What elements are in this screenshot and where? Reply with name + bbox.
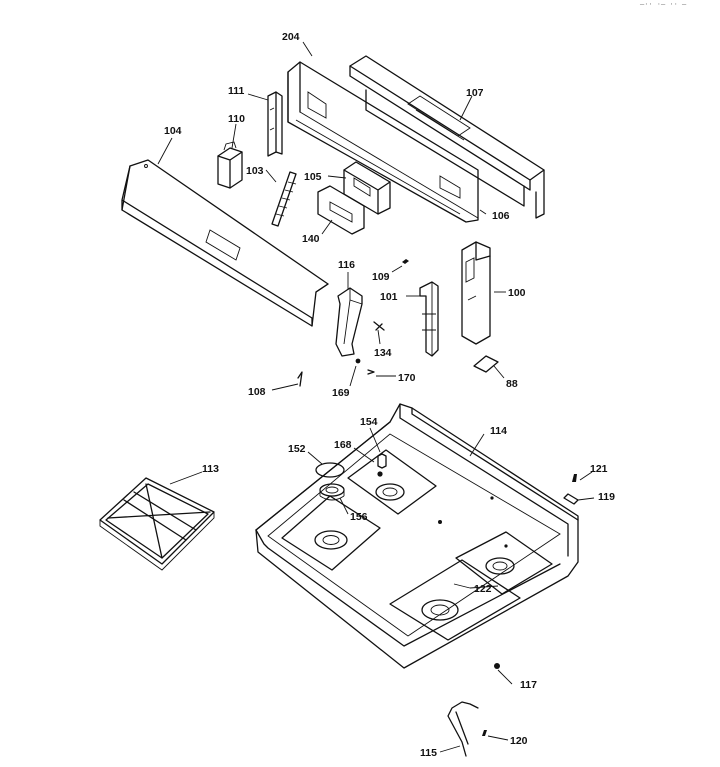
callout-113: 113 xyxy=(202,463,219,475)
callout-152: 152 xyxy=(288,443,306,455)
top-cover xyxy=(349,55,545,219)
callout-121: 121 xyxy=(590,463,608,475)
callout-204: 204 xyxy=(282,31,300,43)
callout-119: 119 xyxy=(598,491,615,503)
cooktop-assembly xyxy=(255,403,579,669)
callout-110: 110 xyxy=(228,113,245,125)
ground-wire xyxy=(447,701,479,757)
callout-116: 116 xyxy=(338,259,355,271)
side-plate xyxy=(461,241,491,345)
callout-169: 169 xyxy=(332,387,350,399)
callout-106: 106 xyxy=(492,210,510,222)
callout-107: 107 xyxy=(466,87,484,99)
callout-115: 115 xyxy=(420,747,437,759)
valve-handle xyxy=(335,287,363,357)
small-hardware xyxy=(297,259,579,736)
corner-mark: —·· ·— ·· — xyxy=(639,1,687,9)
front-control-panel xyxy=(121,159,329,327)
igniter-spring xyxy=(271,171,297,227)
callout-134: 134 xyxy=(374,347,392,359)
callout-168: 168 xyxy=(334,439,352,451)
callout-120: 120 xyxy=(510,735,528,747)
callout-154: 154 xyxy=(360,416,378,428)
burner-rear-right xyxy=(485,557,515,575)
callout-170: 170 xyxy=(398,372,416,384)
callout-114: 114 xyxy=(490,425,507,437)
callout-108: 108 xyxy=(248,386,266,398)
switch-part xyxy=(217,141,243,189)
burner-grate xyxy=(99,477,215,571)
burner-front-right xyxy=(421,599,459,621)
burner-cap-parts xyxy=(315,453,387,501)
callout-140: 140 xyxy=(302,233,320,245)
callout-labels: 204 111 107 110 104 103 105 106 140 116 … xyxy=(164,31,615,759)
callout-104: 104 xyxy=(164,125,182,137)
callout-117: 117 xyxy=(520,679,537,691)
leader-lines xyxy=(157,41,595,753)
callout-103: 103 xyxy=(246,165,264,177)
callout-111: 111 xyxy=(228,85,245,97)
callout-109: 109 xyxy=(372,271,390,283)
callout-100: 100 xyxy=(508,287,526,299)
callout-101: 101 xyxy=(380,291,398,303)
display-bezel xyxy=(317,185,365,235)
burner-rear-left xyxy=(375,483,405,501)
callout-122: 122 xyxy=(474,583,492,595)
callout-88: 88 xyxy=(506,378,518,390)
side-bracket xyxy=(267,91,283,157)
callout-105: 105 xyxy=(304,171,322,183)
callout-156: 156 xyxy=(350,511,368,523)
burner-front-left xyxy=(314,530,348,550)
backsplash-panel xyxy=(287,61,479,223)
mounting-bracket xyxy=(419,281,439,357)
